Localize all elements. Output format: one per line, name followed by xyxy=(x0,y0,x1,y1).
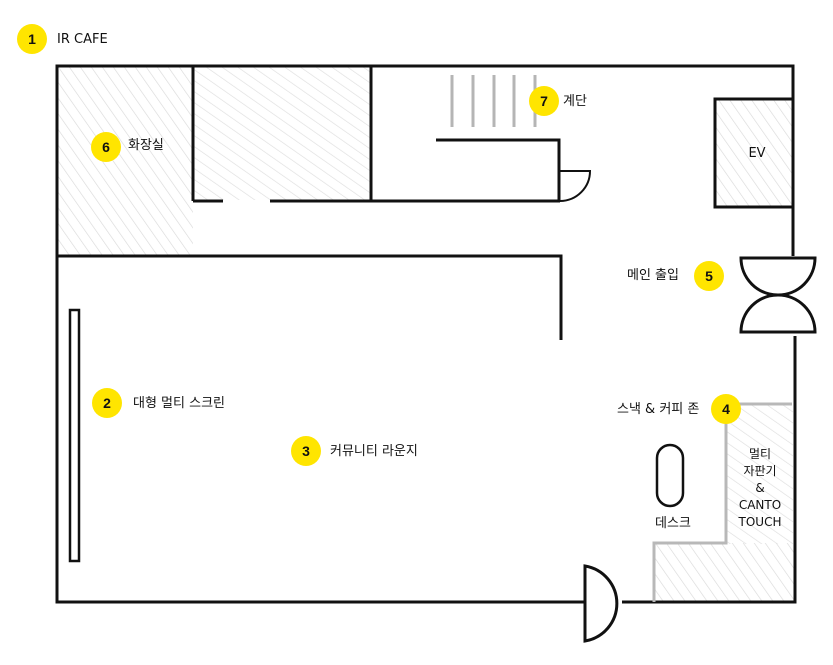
vending-label: 멀티 자판기 & CANTO TOUCH xyxy=(738,447,782,529)
entrance-marker-number: 5 xyxy=(705,268,713,284)
stairs-marker xyxy=(529,86,559,116)
lounge-marker-number: 3 xyxy=(302,443,310,459)
main-entrance-door xyxy=(739,256,817,334)
restroom-marker xyxy=(91,132,121,162)
stairs-marker-number: 7 xyxy=(540,93,548,109)
stairs-marker-group: 7 계단 xyxy=(529,86,587,116)
vending-line-5: TOUCH xyxy=(738,515,782,529)
lounge-marker-group: 3 커뮤니티 라운지 xyxy=(291,436,418,466)
screen-marker-number: 2 xyxy=(103,395,111,411)
storage-hatch xyxy=(194,67,370,200)
vending-hatch-upper xyxy=(727,404,793,544)
walls xyxy=(55,64,797,604)
legend: 1 IR CAFE xyxy=(17,24,108,54)
elevator-label: EV xyxy=(748,146,765,161)
desk-shape xyxy=(655,443,685,508)
screen-marker-group: 2 대형 멀티 스크린 xyxy=(92,388,225,418)
lounge-label: 커뮤니티 라운지 xyxy=(330,444,418,459)
elevator-hatch xyxy=(716,100,794,206)
restroom-marker-group: 6 화장실 xyxy=(91,132,164,162)
legend-marker xyxy=(17,24,47,54)
restroom-label: 화장실 xyxy=(128,138,164,153)
snack-zone-marker-number: 4 xyxy=(722,401,730,417)
vending-line-4: CANTO xyxy=(739,498,781,512)
stair-treads xyxy=(450,75,537,127)
vending-hatch xyxy=(654,543,794,601)
snack-zone-marker xyxy=(711,394,741,424)
entrance-marker-group: 메인 출입 5 xyxy=(627,261,724,291)
stairs-label: 계단 xyxy=(563,94,587,109)
restroom-hatch xyxy=(58,67,193,255)
vending-line-1: 멀티 xyxy=(749,447,771,461)
screen-label: 대형 멀티 스크린 xyxy=(133,396,225,411)
vending-line-3: & xyxy=(755,481,764,495)
vending-zone-outline xyxy=(652,402,792,602)
entrance-label: 메인 출입 xyxy=(627,268,679,283)
legend-label: IR CAFE xyxy=(57,32,108,47)
bottom-door xyxy=(583,564,619,643)
screen-marker xyxy=(92,388,122,418)
multi-screen xyxy=(68,308,81,563)
snack-zone-marker-group: 스낵 & 커피 존 4 xyxy=(617,394,741,424)
vending-line-2: 자판기 xyxy=(743,464,776,478)
entrance-marker xyxy=(694,261,724,291)
legend-marker-number: 1 xyxy=(28,31,36,47)
lounge-marker xyxy=(291,436,321,466)
restroom-marker-number: 6 xyxy=(102,139,110,155)
stair-door xyxy=(559,170,592,202)
desk-label: 데스크 xyxy=(655,516,691,531)
snack-zone-label: 스낵 & 커피 존 xyxy=(617,402,699,417)
